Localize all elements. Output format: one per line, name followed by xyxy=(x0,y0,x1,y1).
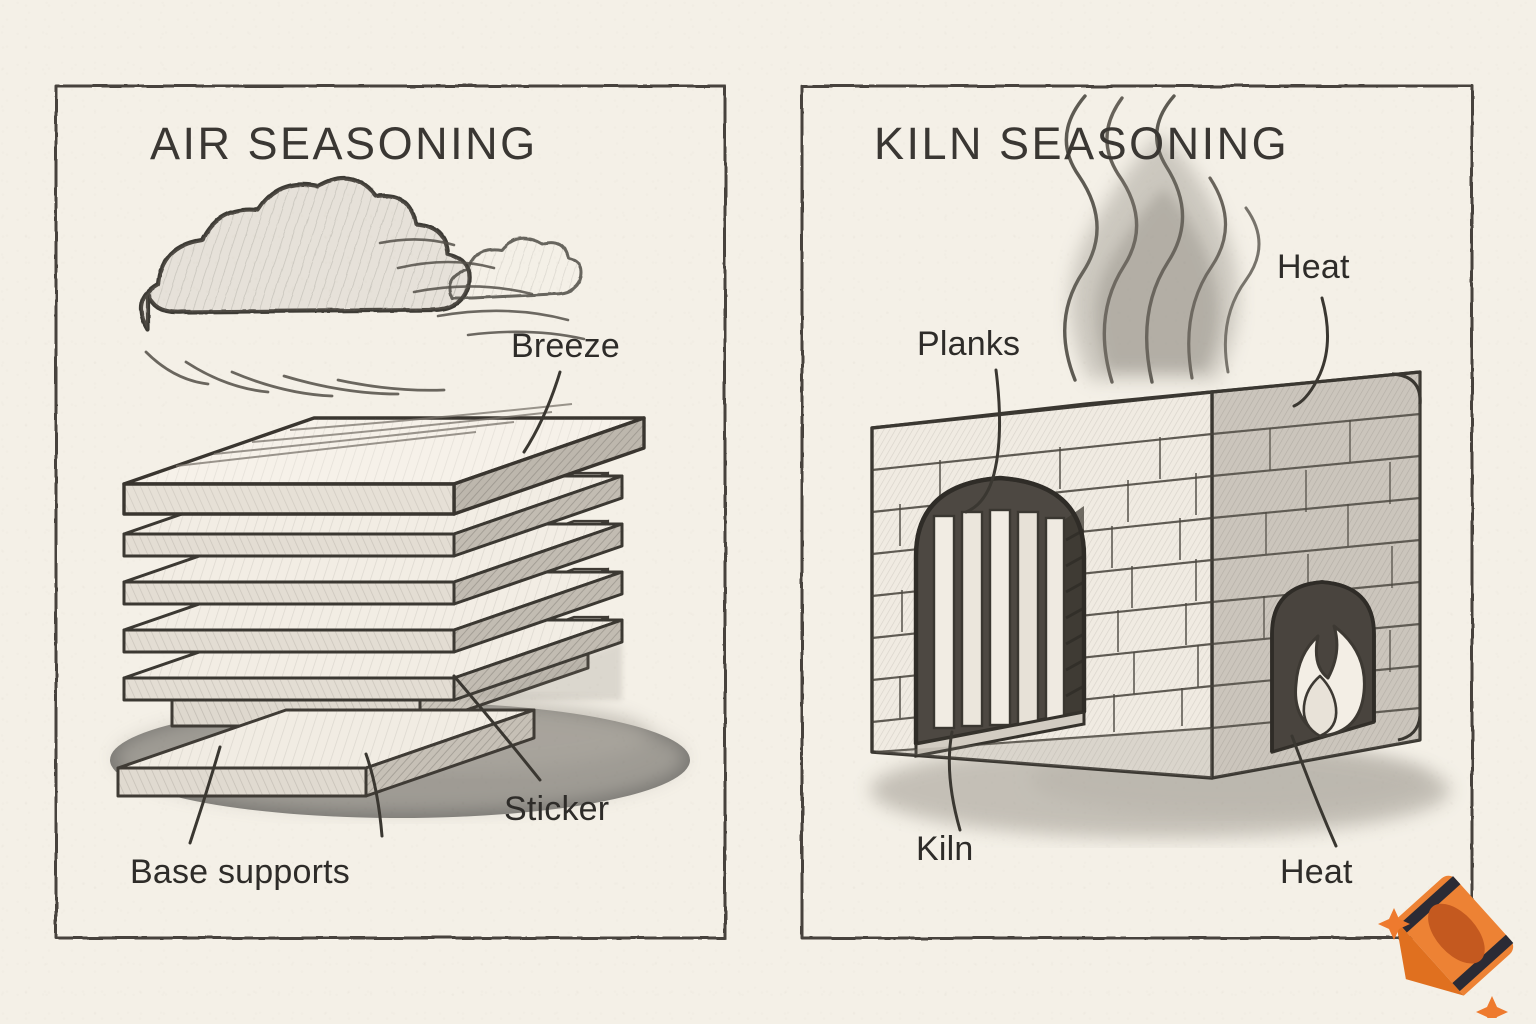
brick-joints-side xyxy=(1263,420,1393,680)
plank-6 xyxy=(122,618,624,702)
kiln xyxy=(870,370,1422,780)
kiln-ground-shadow xyxy=(870,742,1450,838)
leader-breeze xyxy=(522,370,562,454)
crayon-watermark xyxy=(1378,875,1514,1018)
label-heat-top: Heat xyxy=(1277,248,1350,286)
wood-grain-lines xyxy=(175,403,573,467)
label-planks: Planks xyxy=(917,325,1021,363)
base-support-rear xyxy=(170,640,590,728)
label-sticker: Sticker xyxy=(504,790,610,828)
leader-base-supports-2 xyxy=(364,752,384,838)
sparkle-icon xyxy=(1378,908,1508,1018)
crayon-icon xyxy=(1395,875,1514,996)
leader-lines xyxy=(188,370,562,845)
firebox xyxy=(1270,580,1376,754)
leader-planks xyxy=(964,368,1002,514)
base-support-front xyxy=(116,708,536,798)
leader-base-supports xyxy=(188,745,222,845)
leader-heat-top xyxy=(1292,296,1330,408)
kiln-chamber xyxy=(913,475,1087,758)
cloud-small xyxy=(448,236,583,300)
label-heat-bottom: Heat xyxy=(1280,853,1353,891)
breeze-streaks-upper xyxy=(378,238,586,341)
brick-courses-side xyxy=(1211,412,1421,730)
plank-1-top xyxy=(122,403,646,516)
leader-heat-bottom xyxy=(1290,734,1338,848)
brick-joints-front xyxy=(899,437,1199,752)
panel-title-air-seasoning: AIR SEASONING xyxy=(150,118,538,169)
cloud-large xyxy=(138,175,472,333)
breeze-streaks-lower xyxy=(144,350,446,398)
plank-3 xyxy=(122,474,624,558)
leader-kiln xyxy=(947,730,962,832)
chamber-planks xyxy=(932,508,1066,730)
plank-4 xyxy=(122,522,624,606)
kiln-leader-lines xyxy=(947,296,1338,848)
panel-title-kiln-seasoning: KILN SEASONING xyxy=(874,118,1290,169)
plank-2 xyxy=(122,426,624,510)
flame-icon xyxy=(1294,624,1366,738)
plank-5 xyxy=(122,570,624,654)
label-breeze: Breeze xyxy=(511,327,620,365)
brick-courses-front xyxy=(871,432,1213,754)
stickers xyxy=(150,471,610,702)
label-kiln: Kiln xyxy=(916,830,974,868)
leader-sticker xyxy=(452,674,542,782)
label-base-supports: Base supports xyxy=(130,853,350,891)
lumber-stack xyxy=(116,403,646,798)
